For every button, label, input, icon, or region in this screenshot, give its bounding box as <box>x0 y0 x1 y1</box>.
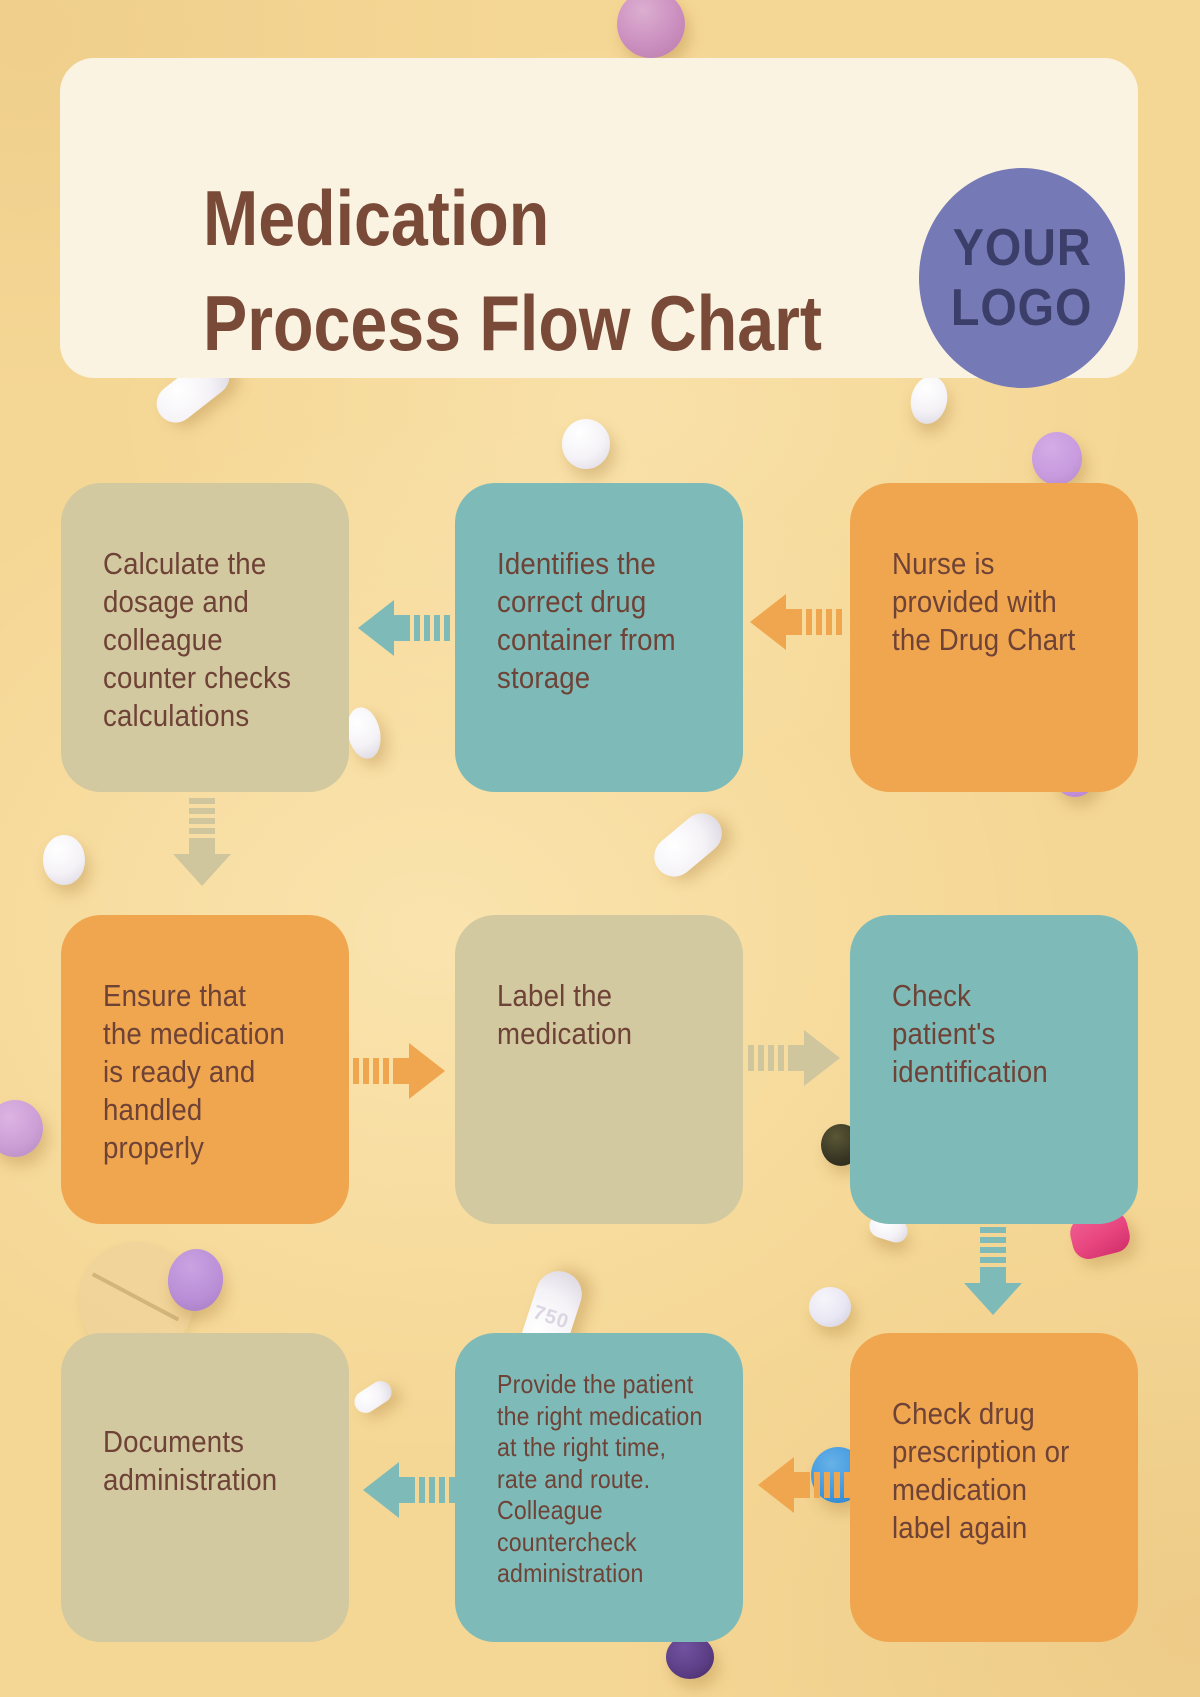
arrow-label-to-check-patient <box>748 1030 840 1086</box>
pill-white-round <box>342 704 386 762</box>
flow-box-label: Label the medication <box>497 978 633 1051</box>
logo-text-line2: LOGO <box>951 279 1093 337</box>
flow-box-label: Ensure that the medication is ready and … <box>103 978 285 1165</box>
logo-text-line1: YOUR <box>952 219 1092 277</box>
flow-box-check-prescription: Check drug prescription or medication la… <box>850 1333 1138 1642</box>
pill-white-oval <box>350 1376 396 1418</box>
flow-box-label: Calculate the dosage and colleague count… <box>103 546 292 733</box>
arrow-identify-to-calculate <box>358 600 450 656</box>
pill-white-round <box>562 419 610 469</box>
flow-box-label: Provide the patient the right medication… <box>497 1369 703 1588</box>
page-title-line2: Process Flow Chart <box>203 279 822 367</box>
arrow-check-patient-to-check-prescription <box>964 1227 1022 1315</box>
arrow-ensure-to-label <box>353 1043 445 1099</box>
flow-box-label-medication: Label the medication <box>455 915 743 1224</box>
flow-box-label: Nurse is provided with the Drug Chart <box>892 546 1076 657</box>
flow-box-label: Check drug prescription or medication la… <box>892 1396 1070 1545</box>
tablet-score-line <box>92 1272 180 1322</box>
pill-purple-round <box>1032 432 1082 485</box>
pill-white-round <box>43 835 85 885</box>
flow-box-provide-medication: Provide the patient the right medication… <box>455 1333 743 1642</box>
flow-box-ensure-ready: Ensure that the medication is ready and … <box>61 915 349 1224</box>
flow-box-check-patient: Check patient's identification <box>850 915 1138 1224</box>
arrow-calculate-to-ensure <box>173 798 231 886</box>
flow-box-label: Identifies the correct drug container fr… <box>497 546 676 695</box>
flow-box-identify-container: Identifies the correct drug container fr… <box>455 483 743 792</box>
flow-box-documents-administration: Documents administration <box>61 1333 349 1642</box>
arrow-nurse-to-identify <box>750 594 842 650</box>
page-title: Medication Process Flow Chart <box>203 166 822 376</box>
pill-white-capsule <box>646 805 730 885</box>
pill-pink-round <box>617 0 685 58</box>
flow-box-label: Documents administration <box>103 1424 278 1497</box>
pill-lavender-round <box>809 1287 851 1327</box>
pill-dark-purple-round <box>666 1635 714 1679</box>
arrow-check-prescription-to-provide <box>758 1457 850 1513</box>
page-title-line1: Medication <box>203 174 550 262</box>
pill-white-round <box>906 372 952 428</box>
flow-box-calculate-dosage: Calculate the dosage and colleague count… <box>61 483 349 792</box>
flow-box-label: Check patient's identification <box>892 978 1048 1089</box>
pill-purple-round <box>0 1100 43 1157</box>
flow-box-nurse-drug-chart: Nurse is provided with the Drug Chart <box>850 483 1138 792</box>
arrow-provide-to-documents <box>363 1462 455 1518</box>
header-card: Medication Process Flow Chart YOUR LOGO <box>60 58 1138 388</box>
logo-placeholder: YOUR LOGO <box>919 168 1125 388</box>
